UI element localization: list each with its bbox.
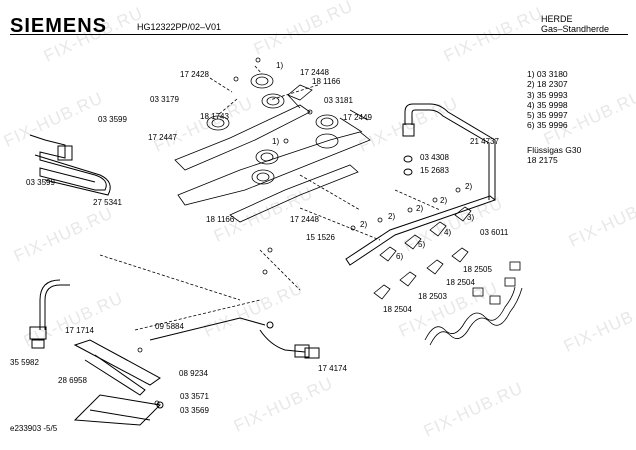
part-label: 15 1526 xyxy=(306,233,335,242)
brand-logo: SIEMENS xyxy=(10,15,108,37)
part-label: 18 2504 xyxy=(383,305,412,314)
part-label: 3) xyxy=(467,213,475,222)
heating-element xyxy=(29,134,111,196)
header-divider xyxy=(10,34,628,35)
part-label: 28 6958 xyxy=(58,376,87,385)
part-label: 21 4737 xyxy=(470,137,499,146)
part-label: 6) xyxy=(396,252,404,261)
part-label: 08 9234 xyxy=(179,369,208,378)
oven-burner xyxy=(29,279,164,426)
part-label: 4) xyxy=(444,228,452,237)
part-label: 17 2447 xyxy=(148,133,177,142)
part-label: 2) xyxy=(388,212,396,221)
part-label: 18 1166 xyxy=(206,215,235,224)
lpg-note: Flüssigas G30 18 2175 xyxy=(527,145,581,166)
part-label: 03 3571 xyxy=(180,392,209,401)
lpg-title: Flüssigas G30 xyxy=(527,145,582,155)
model-number: HG12322PP/02–V01 xyxy=(137,22,222,32)
legend-item: 3) 35 9993 xyxy=(527,89,568,100)
part-label: 03 3569 xyxy=(180,406,209,415)
legend-item: 4) 35 9998 xyxy=(527,99,568,110)
part-label: 2) xyxy=(465,182,473,191)
part-label: 03 4308 xyxy=(420,153,449,162)
part-label: 17 2448 xyxy=(290,215,319,224)
part-label: 1) xyxy=(276,61,284,70)
part-label: 09 5884 xyxy=(155,322,184,331)
legend-item: 1) 03 3180 xyxy=(527,69,568,79)
part-label: 2) xyxy=(440,196,448,205)
pilot-tube xyxy=(149,317,320,359)
part-label: 03 3599 xyxy=(98,115,127,124)
part-label: 18 1743 xyxy=(200,112,229,121)
category-line1: HERDE xyxy=(541,14,573,24)
gas-manifold xyxy=(345,103,497,266)
part-label: 15 2683 xyxy=(420,166,449,175)
part-label: 17 2428 xyxy=(180,70,209,79)
legend-item: 2) 18 2307 xyxy=(527,79,568,90)
upper-burner-plate xyxy=(174,84,313,171)
part-label: 03 3179 xyxy=(150,95,179,104)
legend-item: 6) 35 9996 xyxy=(527,120,568,131)
leader-lines xyxy=(99,65,441,331)
document-id: e233903 -5/5 xyxy=(10,424,58,433)
part-label: 18 1166 xyxy=(312,77,341,86)
part-label: 1) xyxy=(272,137,280,146)
burner-ring xyxy=(206,73,339,185)
part-label: 17 2448 xyxy=(300,68,329,77)
part-label: 2) xyxy=(416,204,424,213)
part-label: 5) xyxy=(418,240,426,249)
legend-item: 5) 35 9997 xyxy=(527,110,568,121)
part-label: 17 1714 xyxy=(65,326,94,335)
footnote-legend: 1) 03 3180 2) 18 2307 3) 35 9993 4) 35 9… xyxy=(527,69,568,131)
part-label: 03 6011 xyxy=(480,228,509,237)
part-label: 18 2503 xyxy=(418,292,447,301)
thermocouple-wires xyxy=(424,261,523,346)
lpg-part: 18 2175 xyxy=(527,155,558,166)
part-label: 27 5341 xyxy=(93,198,122,207)
part-label: 03 3599 xyxy=(26,178,55,187)
part-label: 03 3181 xyxy=(324,96,353,105)
part-label: 35 5982 xyxy=(10,358,39,367)
part-label: 18 2504 xyxy=(446,278,475,287)
middle-burner-plate xyxy=(177,109,371,223)
part-label: 18 2505 xyxy=(463,265,492,274)
category-line2: Gas–Standherde xyxy=(541,24,610,34)
screws xyxy=(137,57,461,406)
part-label: 17 2449 xyxy=(343,113,372,122)
part-label: 2) xyxy=(360,220,368,229)
part-label: 17 4174 xyxy=(318,364,347,373)
gas-valves xyxy=(373,206,472,300)
